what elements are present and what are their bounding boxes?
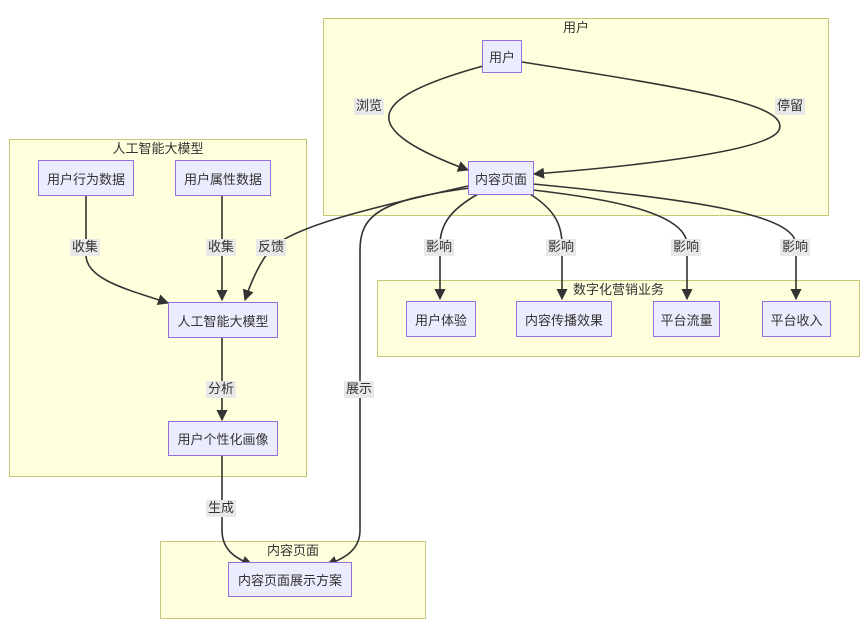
edge-label-analyze: 分析	[206, 381, 237, 398]
node-user-experience[interactable]: 用户体验	[406, 301, 476, 337]
cluster-digital-marketing-title: 数字化营销业务	[572, 283, 664, 298]
node-content-page[interactable]: 内容页面	[468, 161, 534, 195]
cluster-user: 用户	[323, 18, 829, 216]
node-platform-revenue[interactable]: 平台收入	[762, 301, 831, 337]
edge-label-impact-3: 影响	[671, 239, 702, 256]
node-ai-model[interactable]: 人工智能大模型	[168, 302, 278, 338]
node-user-persona[interactable]: 用户个性化画像	[168, 421, 278, 456]
edge-label-browse: 浏览	[354, 98, 385, 115]
edge-label-stay: 停留	[775, 98, 806, 115]
node-content-display-plan[interactable]: 内容页面展示方案	[228, 562, 352, 597]
node-user-behavior-data[interactable]: 用户行为数据	[38, 160, 134, 196]
node-platform-traffic[interactable]: 平台流量	[653, 301, 720, 337]
edge-label-feedback: 反馈	[256, 239, 287, 256]
cluster-user-title: 用户	[562, 21, 589, 36]
edge-label-impact-2: 影响	[546, 239, 577, 256]
node-content-spread-effect[interactable]: 内容传播效果	[516, 301, 612, 337]
edge-label-impact-1: 影响	[424, 239, 455, 256]
edge-label-impact-4: 影响	[780, 239, 811, 256]
edge-label-collect-1: 收集	[70, 239, 101, 256]
edge-label-collect-2: 收集	[206, 239, 237, 256]
edge-label-generate: 生成	[206, 500, 237, 517]
edge-label-display: 展示	[344, 381, 375, 398]
node-user[interactable]: 用户	[482, 40, 522, 73]
cluster-ai-model-title: 人工智能大模型	[112, 142, 204, 157]
cluster-content-page-title: 内容页面	[266, 544, 319, 559]
node-user-attribute-data[interactable]: 用户属性数据	[175, 160, 271, 196]
